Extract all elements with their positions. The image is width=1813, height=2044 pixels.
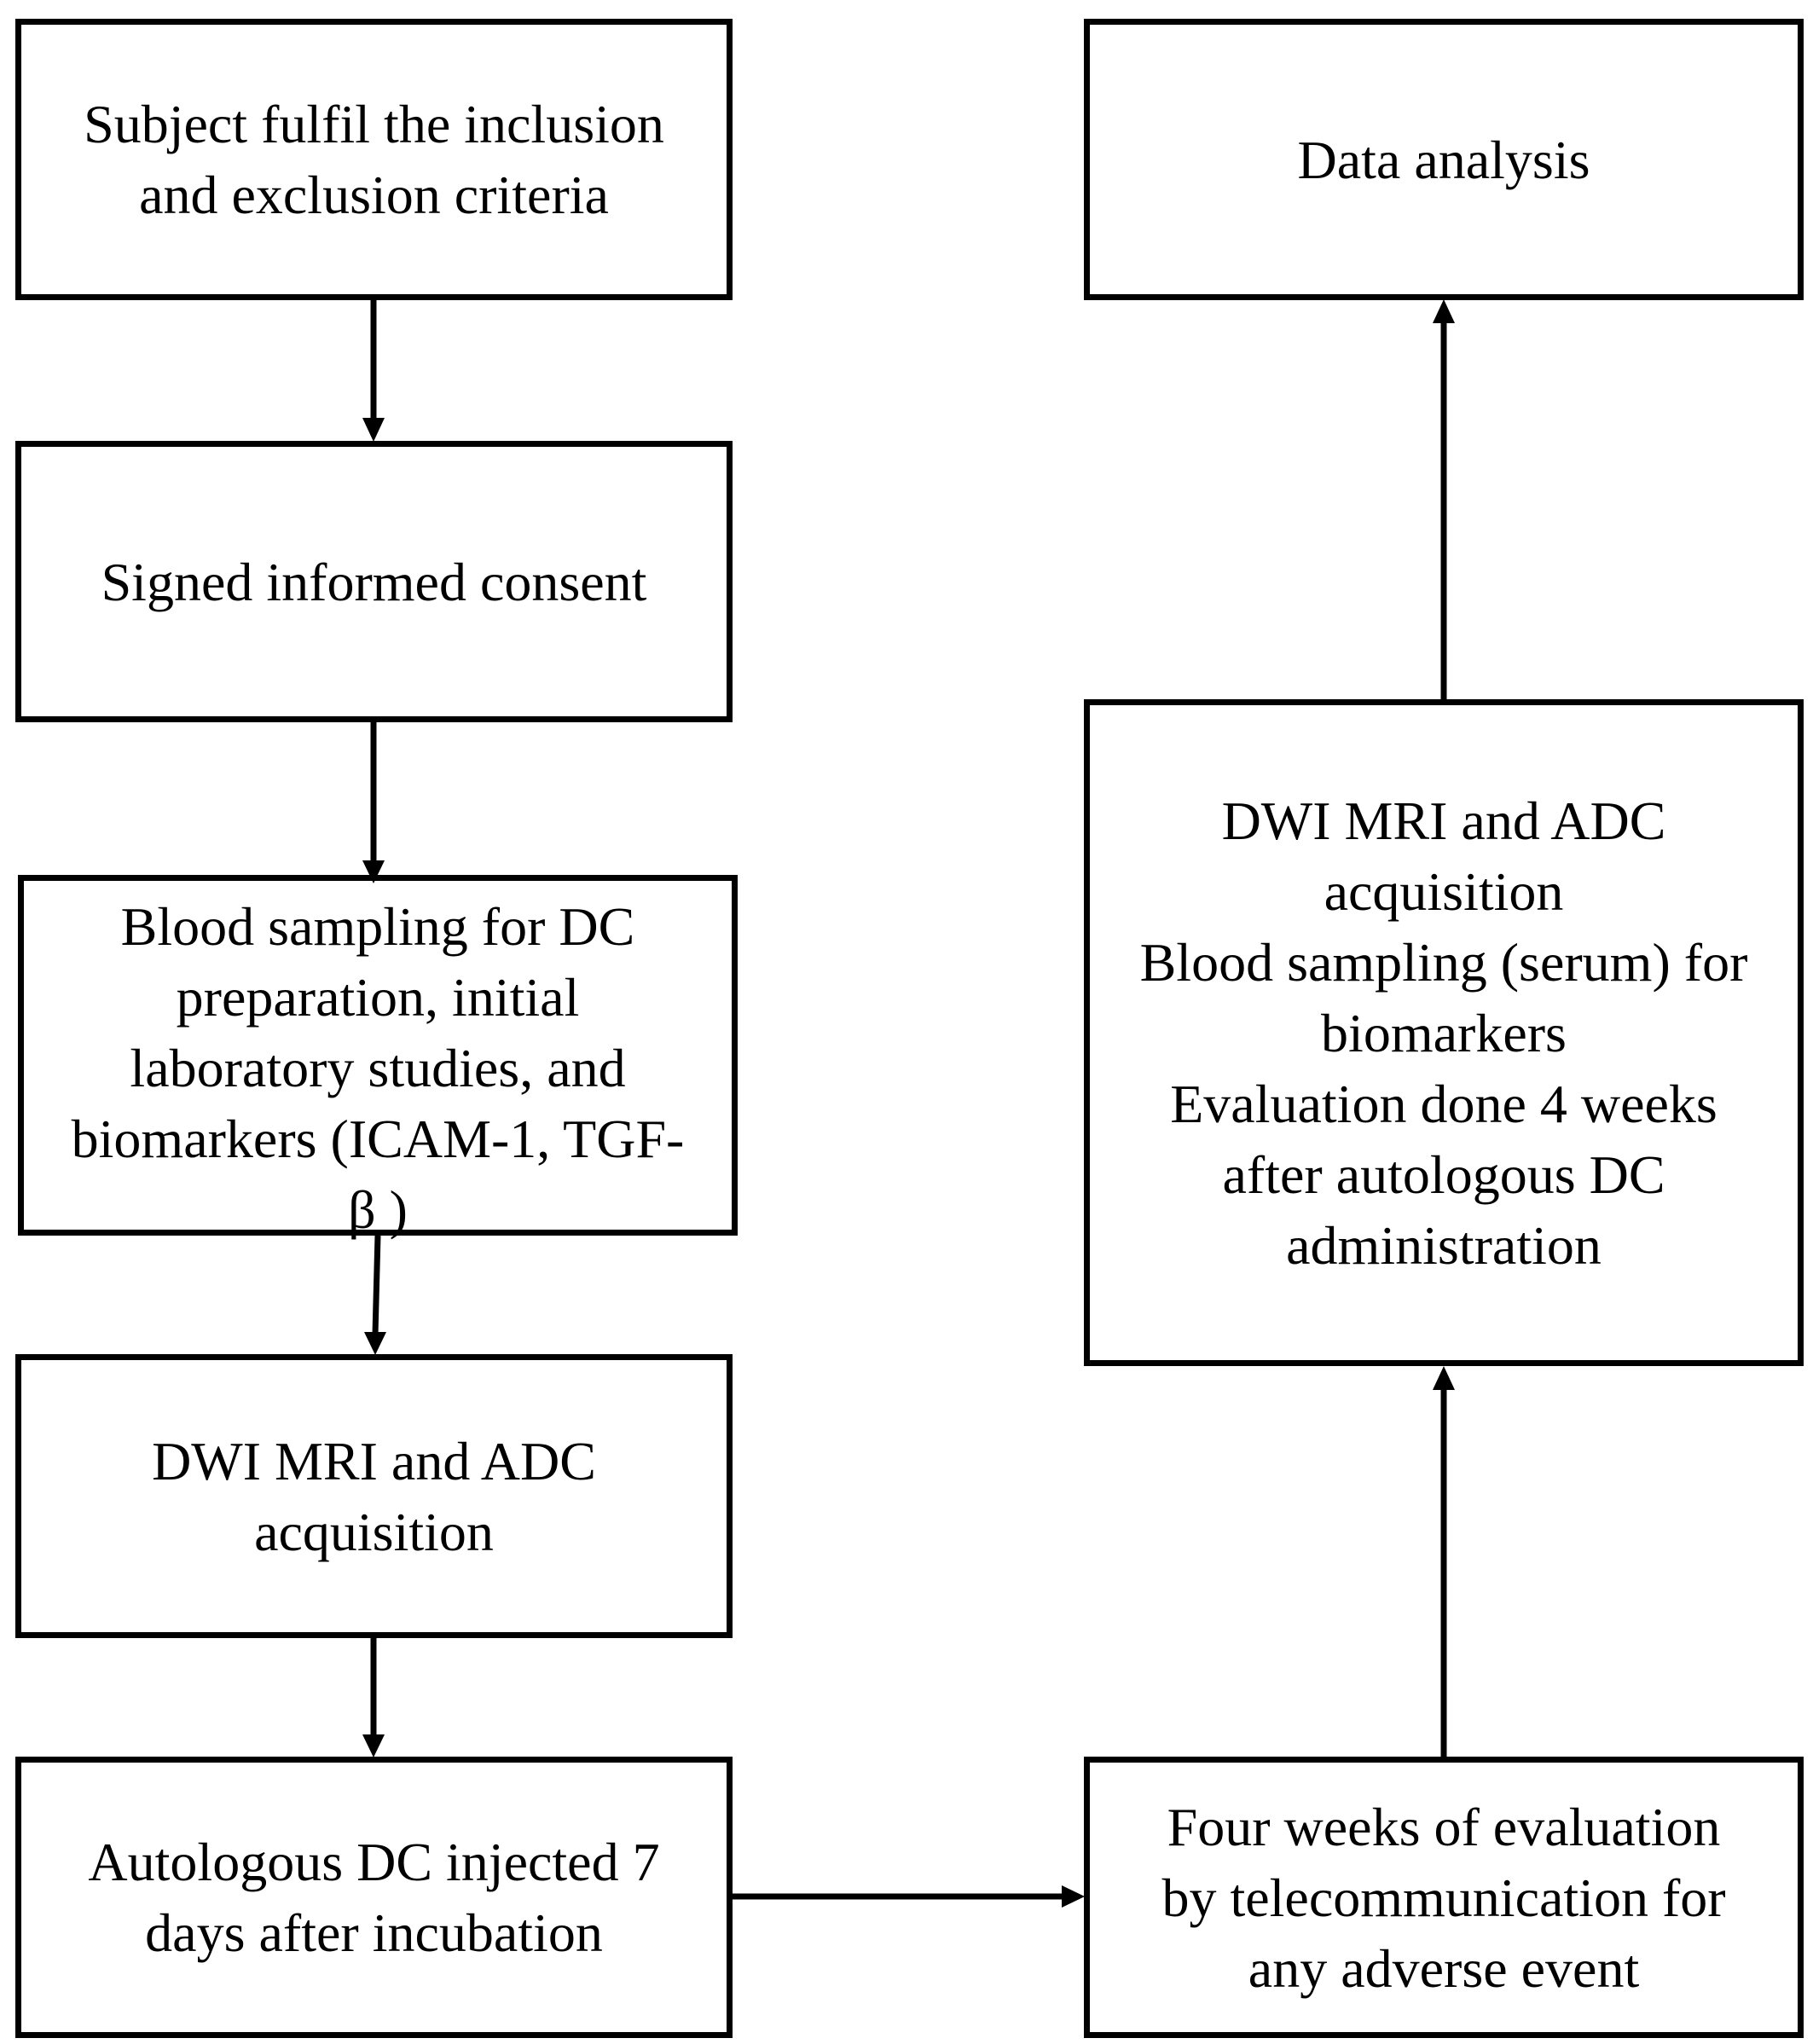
blood-sampling-box: Blood sampling for DC preparation, initi… [18, 875, 738, 1240]
box-text-line: after autologous DC [1222, 1144, 1665, 1205]
telecommunication-evaluation-box: Four weeks of evaluation by telecommunic… [1084, 1757, 1804, 2038]
arrowhead-down [362, 860, 385, 883]
arrowhead-down [362, 1734, 385, 1757]
box-text-line: Signed informed consent [101, 551, 647, 612]
followup-evaluation-box: DWI MRI and ADC acquisition Blood sampli… [1084, 699, 1804, 1366]
arrowhead-down [362, 418, 385, 442]
box-text-line: β ) [348, 1179, 408, 1240]
box-text-line: Data analysis [1297, 129, 1590, 190]
box-text-line: DWI MRI and ADC [152, 1430, 596, 1491]
box-text-line: Subject fulfil the inclusion [84, 94, 664, 154]
dwi-mri-initial-box: DWI MRI and ADC acquisition [15, 1354, 733, 1638]
box-text-line: DWI MRI and ADC [1221, 790, 1666, 851]
box-text-line: preparation, initial [176, 967, 580, 1028]
box-text-line: Blood sampling for DC [120, 896, 635, 957]
box-text-line: biomarkers [1321, 1002, 1567, 1063]
arrowhead-up [1433, 299, 1455, 323]
box-text-line: laboratory studies, and [130, 1038, 626, 1098]
informed-consent-box: Signed informed consent [15, 441, 733, 722]
box-text-line: and exclusion criteria [139, 165, 609, 225]
box-text-line: Autologous DC injected 7 [88, 1832, 660, 1892]
box-text-line: acquisition [1324, 860, 1564, 922]
arrowhead-up [1433, 1366, 1455, 1390]
box-text-line: days after incubation [145, 1902, 603, 1963]
data-analysis-box: Data analysis [1084, 19, 1804, 300]
dc-injection-box: Autologous DC injected 7 days after incu… [15, 1757, 733, 2038]
arrowhead-right [1062, 1885, 1085, 1908]
box-text-line: administration [1286, 1214, 1602, 1276]
box-text-line: biomarkers (ICAM-1, TGF- [71, 1109, 685, 1169]
box-text-line: any adverse event [1248, 1937, 1640, 1999]
box-text-line: Blood sampling (serum) for [1139, 931, 1748, 993]
inclusion-criteria-box: Subject fulfil the inclusion and exclusi… [15, 19, 733, 300]
box-text-line: acquisition [254, 1501, 494, 1562]
box-text-line: Evaluation done 4 weeks [1170, 1073, 1717, 1134]
arrow-blood-to-dwi [372, 1235, 381, 1335]
arrowhead-down [364, 1332, 386, 1355]
box-text-line: by telecommunication for [1161, 1867, 1726, 1928]
box-text-line: Four weeks of evaluation [1167, 1796, 1721, 1857]
